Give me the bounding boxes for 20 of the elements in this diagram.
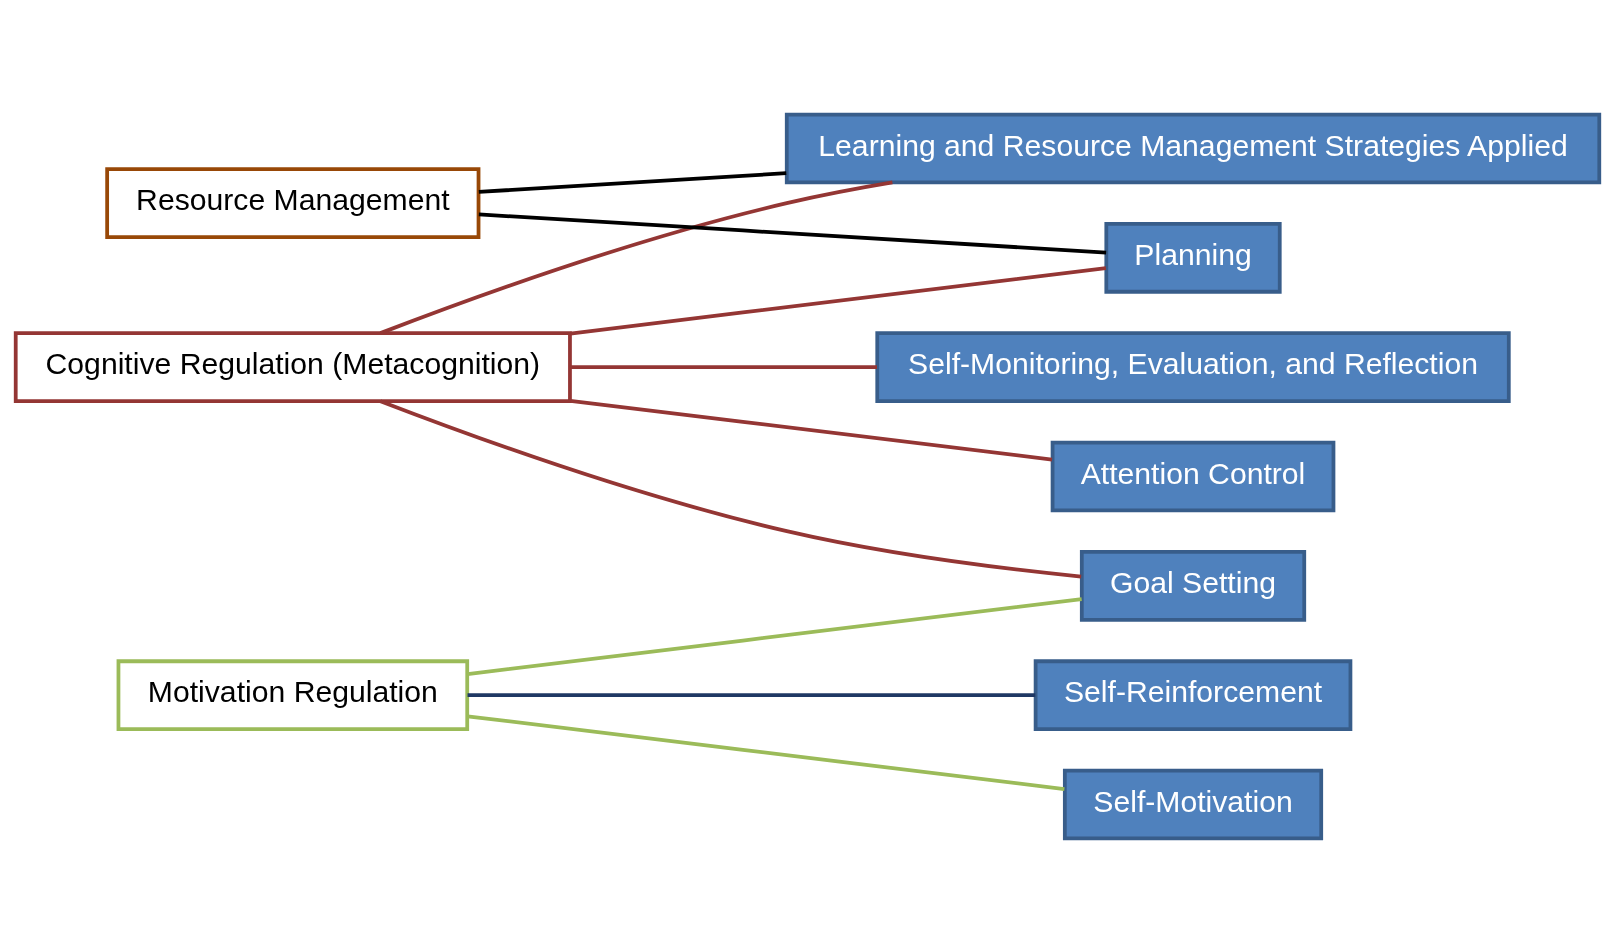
connector [570,265,1107,335]
connector [570,364,877,369]
connector [478,212,1107,254]
connector [467,692,1036,697]
node-box: Self-Monitoring, Evaluation, and Reflection [875,330,1511,403]
connector [379,398,1082,578]
node-box: Learning and Resource Management Strategies Applied [784,112,1602,184]
node-box: Self-Motivation [1062,768,1324,840]
node-box: Cognitive Regulation (Metacognition) [13,330,572,403]
connector [478,170,787,194]
node-box: Planning [1104,221,1282,294]
connector [570,398,1053,461]
node-box: Motivation Regulation [116,658,470,731]
connector [467,596,1082,676]
node-box: Self-Reinforcement [1033,658,1353,731]
node-box: Resource Management [105,166,481,239]
connector [467,713,1065,791]
connector [379,180,893,335]
node-box: Attention Control [1050,440,1336,512]
node-box: Goal Setting [1079,549,1307,622]
